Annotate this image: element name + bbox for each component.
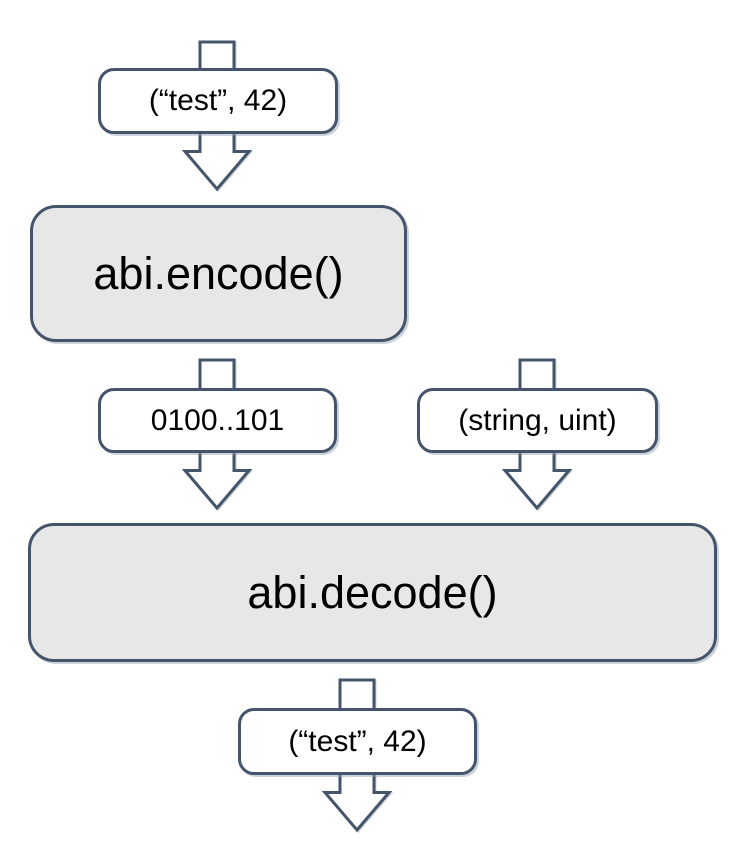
node-input-tuple-label: (“test”, 42) <box>148 84 288 117</box>
node-output-tuple: (“test”, 42) <box>238 708 477 775</box>
down-arrow-icon <box>321 770 393 833</box>
node-input-tuple: (“test”, 42) <box>98 68 338 134</box>
down-arrow-icon <box>181 448 253 511</box>
arrow-shaft-icon <box>198 358 236 388</box>
node-type-signature: (string, uint) <box>417 388 658 453</box>
node-type-signature-label: (string, uint) <box>458 403 617 437</box>
node-abi-encode-label: abi.encode() <box>93 248 344 299</box>
arrow-shaft-icon <box>518 358 556 388</box>
node-abi-decode-label: abi.decode() <box>247 567 498 618</box>
arrow-shaft-icon <box>198 40 236 70</box>
down-arrow-icon <box>501 448 573 511</box>
node-output-tuple-label: (“test”, 42) <box>288 724 427 758</box>
down-arrow-icon <box>181 129 253 192</box>
arrow-shaft-icon <box>338 678 376 708</box>
node-encoded-bytes: 0100..101 <box>98 388 337 453</box>
node-abi-decode: abi.decode() <box>28 523 717 662</box>
node-abi-encode: abi.encode() <box>30 205 407 342</box>
node-encoded-bytes-label: 0100..101 <box>150 403 285 437</box>
